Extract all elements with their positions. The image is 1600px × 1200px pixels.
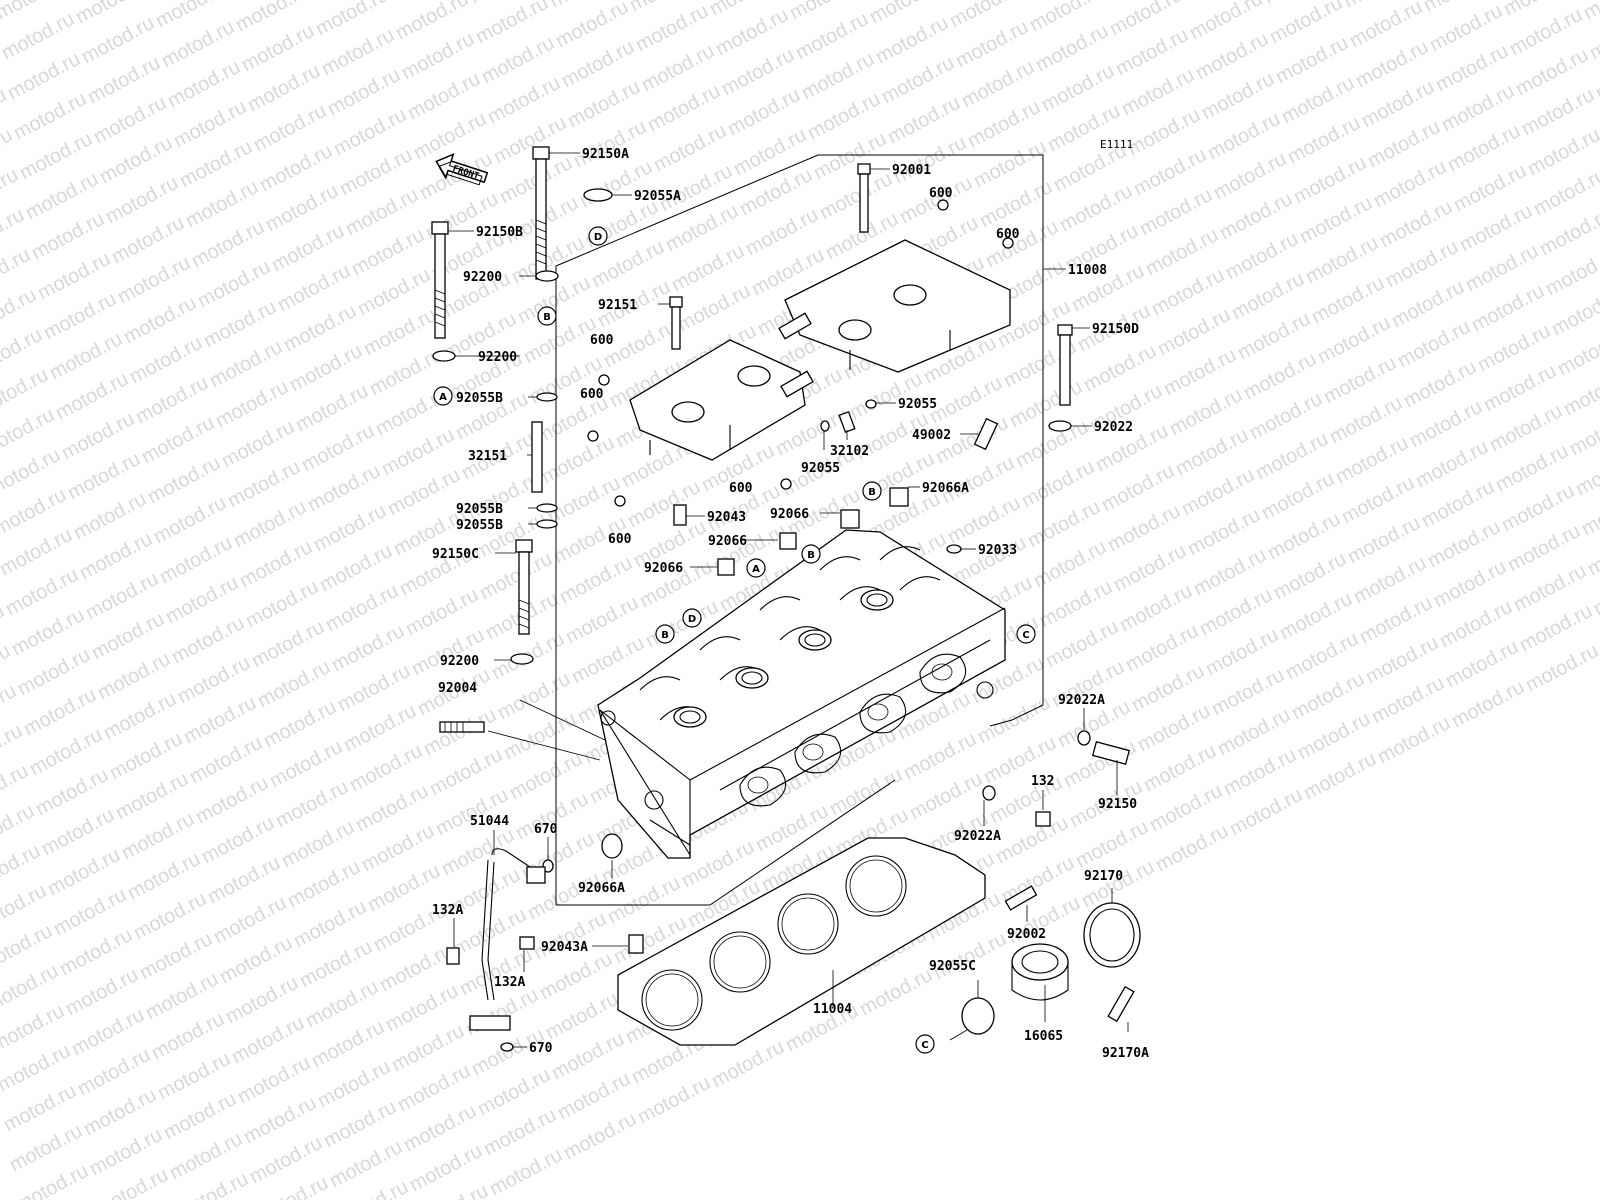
part-label: 92066A [922, 481, 969, 496]
part-label: 92055B [456, 502, 503, 517]
part-label: 51044 [470, 814, 509, 829]
part-label: 92150B [476, 225, 523, 240]
callout-c-bottom: C [915, 1034, 935, 1054]
part-label: 92066A [578, 881, 625, 896]
part-label: 92150C [432, 547, 479, 562]
callout-c-head: C [1016, 624, 1036, 644]
part-label: 92043A [541, 940, 588, 955]
callout-b-head: B [655, 624, 675, 644]
callout-a-left: A [433, 386, 453, 406]
part-label: 92200 [463, 270, 502, 285]
part-label: 600 [996, 227, 1020, 242]
part-label: 92001 [892, 163, 931, 178]
part-label: 600 [590, 333, 614, 348]
part-label: 92055B [456, 518, 503, 533]
part-label: 92066 [708, 534, 747, 549]
part-label: 92066 [770, 507, 809, 522]
svg-text:D: D [688, 614, 696, 625]
diagram-code: E1111 [1100, 138, 1133, 151]
part-label: 92150 [1098, 797, 1137, 812]
part-label: 16065 [1024, 1029, 1063, 1044]
svg-text:C: C [921, 1040, 928, 1051]
part-label: 92200 [440, 654, 479, 669]
part-label: 32151 [468, 449, 507, 464]
svg-text:B: B [868, 487, 876, 498]
callout-d-top: D [588, 226, 608, 246]
part-label: 92033 [978, 543, 1017, 558]
callout-b-seal-1: B [862, 481, 882, 501]
part-label: 92150D [1092, 322, 1139, 337]
callout-b-seal-2: B [801, 544, 821, 564]
part-label: 32102 [830, 444, 869, 459]
part-label: 92150A [582, 147, 629, 162]
part-label: 92066 [644, 561, 683, 576]
callout-d-head: D [682, 608, 702, 628]
part-label: 92200 [478, 350, 517, 365]
part-label: 92170A [1102, 1046, 1149, 1061]
part-label: 92055C [929, 959, 976, 974]
part-label: 600 [729, 481, 753, 496]
part-label: 92055 [801, 461, 840, 476]
svg-text:B: B [661, 630, 669, 641]
part-label: 92004 [438, 681, 477, 696]
part-label: 92002 [1007, 927, 1046, 942]
part-label: 92022 [1094, 420, 1133, 435]
part-label: 11008 [1068, 263, 1107, 278]
part-label: 49002 [912, 428, 951, 443]
svg-text:B: B [543, 312, 551, 323]
part-label: 92022A [1058, 693, 1105, 708]
callout-a-seal: A [746, 558, 766, 578]
svg-text:B: B [807, 550, 815, 561]
part-label: 92043 [707, 510, 746, 525]
part-label: 11004 [813, 1002, 852, 1017]
callout-b-top: B [537, 306, 557, 326]
part-label: 132 [1031, 774, 1054, 789]
part-label: 132A [432, 903, 463, 918]
svg-text:A: A [439, 392, 447, 403]
part-label: 670 [534, 822, 558, 837]
part-label: 92055 [898, 397, 937, 412]
svg-text:D: D [594, 232, 602, 243]
svg-text:C: C [1022, 630, 1029, 641]
part-label: 600 [580, 387, 604, 402]
part-label: 132A [494, 975, 525, 990]
part-label: 92022A [954, 829, 1001, 844]
svg-text:A: A [752, 564, 760, 575]
part-label: 92151 [598, 298, 637, 313]
part-label: 92055A [634, 189, 681, 204]
part-label: 92170 [1084, 869, 1123, 884]
part-label: 600 [608, 532, 632, 547]
part-label: 92055B [456, 391, 503, 406]
part-label: 600 [929, 186, 953, 201]
part-label: 670 [529, 1041, 553, 1056]
